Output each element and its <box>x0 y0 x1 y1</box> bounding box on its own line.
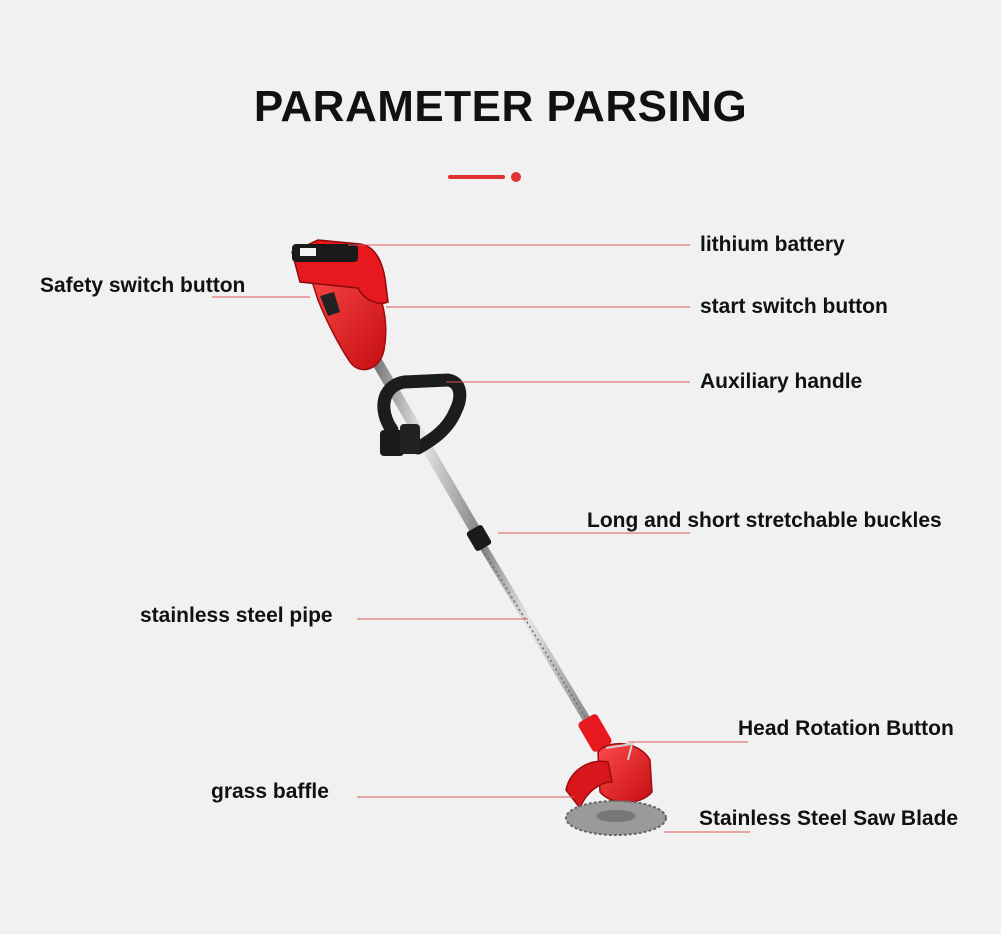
label-lithium-battery: lithium battery <box>700 233 845 256</box>
label-auxiliary-handle: Auxiliary handle <box>700 370 863 393</box>
title-accent <box>448 172 521 182</box>
stainless-steel-pipe <box>474 534 594 729</box>
label-grass-baffle: grass baffle <box>211 780 329 803</box>
head-rotation-button <box>578 714 612 752</box>
label-stainless-steel-pipe: stainless steel pipe <box>140 604 333 627</box>
auxiliary-handle <box>377 373 467 455</box>
label-saw-blade: Stainless Steel Saw Blade <box>699 807 959 830</box>
label-stretchable-buckles: Long and short stretchable buckles <box>587 509 942 532</box>
page-title: PARAMETER PARSING <box>253 82 748 131</box>
label-start-switch-button: start switch button <box>700 295 888 318</box>
leader-lines <box>212 244 750 833</box>
label-head-rotation-button: Head Rotation Button <box>738 717 954 740</box>
stretch-buckle <box>466 525 492 551</box>
grass-baffle-shape <box>565 760 613 810</box>
grass-trimmer-illustration <box>291 239 667 836</box>
label-safety-switch-button: Safety switch button <box>40 274 246 297</box>
